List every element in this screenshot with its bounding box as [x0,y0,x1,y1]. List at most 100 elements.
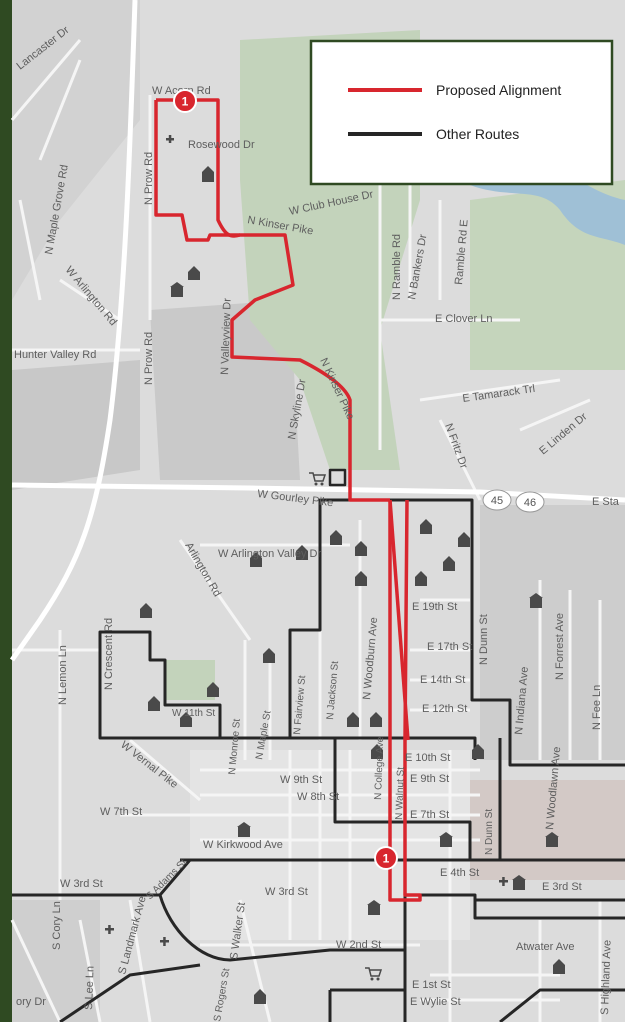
civic-building-icon [439,832,453,847]
street-label: E 19th St [412,601,457,613]
street-label: N Prow Rd [143,152,155,205]
dark-lot-right [480,505,625,760]
street-label: E 3rd St [542,881,582,893]
other-route-west-main [100,498,390,740]
school-icon [355,571,367,586]
west-dark-area [12,360,140,490]
street-label: N Valleyview Dr [219,298,234,376]
civic-building-icon [237,822,251,837]
other-route-loop-east [390,498,625,767]
legend-other-label: Other Routes [436,126,519,142]
school-icon [420,519,432,534]
highway-shield-label: 45 [491,495,503,507]
school-icon [202,166,214,182]
street-label: N Forrest Ave [554,613,566,680]
highway-shields: 45 46 [482,489,545,513]
highway-shield-45: 45 [482,489,512,511]
civic-building-icon [170,282,184,297]
civic-building-icon [367,900,381,915]
proposed-route-west-edge [154,100,240,242]
street-label: E 1st St [412,979,451,991]
map-legend: Proposed Alignment Other Routes [309,39,614,186]
street-label: E 17th St [427,641,472,653]
school-icon [250,552,262,567]
school-icon [355,541,367,556]
school-icon [188,266,200,280]
street-label: N Ramble Rd [391,234,403,300]
route-badge-south: 1 [374,846,398,870]
hospital-cross-icon [166,135,174,143]
school-icon [347,712,359,727]
land-use-areas [12,0,625,1022]
other-route-sw [158,894,405,962]
street-label: S Cory Ln [51,901,63,950]
highways [9,0,625,662]
route-badge-label: 1 [383,852,390,866]
small-park-1 [165,660,215,700]
other-route-stub [328,468,347,487]
street-label: Ramble Rd E [453,219,471,285]
school-icon [371,744,383,759]
street-labels: Lancaster Dr W Acorn Rd N Prow Rd Rosewo… [14,24,620,1022]
street-label: N Fairview St [292,675,308,735]
school-icon [263,648,275,663]
street-label: E Wylie St [410,996,461,1008]
street-label: S Highland Ave [599,940,614,1015]
landmark-icons [105,135,565,1004]
street-label: E 9th St [410,773,449,785]
legend-proposed-label: Proposed Alignment [436,82,561,98]
proposed-route-south [388,499,422,902]
school-icon [148,696,160,711]
school-icon [180,712,192,727]
street-label: N Walnut St [394,767,407,821]
street-label: N Indiana Ave [513,666,531,735]
civic-building-icon [545,832,559,847]
street-label: Atwater Ave [516,941,575,953]
school-icon [296,545,308,560]
route-badge-north: 1 [173,89,197,113]
street-label: W 2nd St [336,939,381,951]
street-label: N Monroe St [227,718,243,775]
other-route-se [499,988,625,1022]
street-label: E Sta [592,496,620,508]
school-icon [443,556,455,571]
street-label: N Jackson St [325,660,341,720]
street-label: N Crescent Rd [103,618,115,690]
school-icon [207,682,219,697]
school-icon [330,530,342,545]
street-label: ory Dr [16,996,46,1008]
shopping-cart-icon [309,472,327,486]
highway-shield-46: 46 [515,491,545,513]
proposed-route-north-loop [156,98,390,502]
street-label: N Lemon Ln [57,645,69,705]
street-label: W 3rd St [60,878,103,890]
civic-building-icon [529,593,543,608]
street-label: N Fee Ln [591,685,603,730]
street-label: W 11th St [172,708,215,719]
highway-37 [9,0,138,662]
school-icon [415,571,427,586]
street-label: E 12th St [422,703,467,715]
school-icon [553,959,565,974]
valley-dark-area [150,300,300,480]
street-label: E 10th St [405,752,450,764]
highway-shield-label: 46 [524,497,536,509]
street-label: N Dunn St [478,614,490,665]
highway-45-46 [11,482,625,503]
street-label: W 7th St [100,806,142,818]
hospital-cross-icon [105,925,114,934]
street-label: W 3rd St [265,886,308,898]
school-icon [140,603,152,618]
street-label: N Prow Rd [143,332,155,385]
other-routes [12,468,625,1022]
route-badges: 1 1 [173,89,398,870]
grid-light-area [190,750,470,940]
school-icon [458,532,470,547]
school-icon [472,744,484,759]
hospital-cross-icon [499,877,508,886]
griffy-lake [470,166,625,245]
shopping-cart-icon [365,967,383,981]
street-label: E Clover Ln [435,313,492,325]
street-label: W 9th St [280,774,322,786]
legend-box [309,39,614,186]
